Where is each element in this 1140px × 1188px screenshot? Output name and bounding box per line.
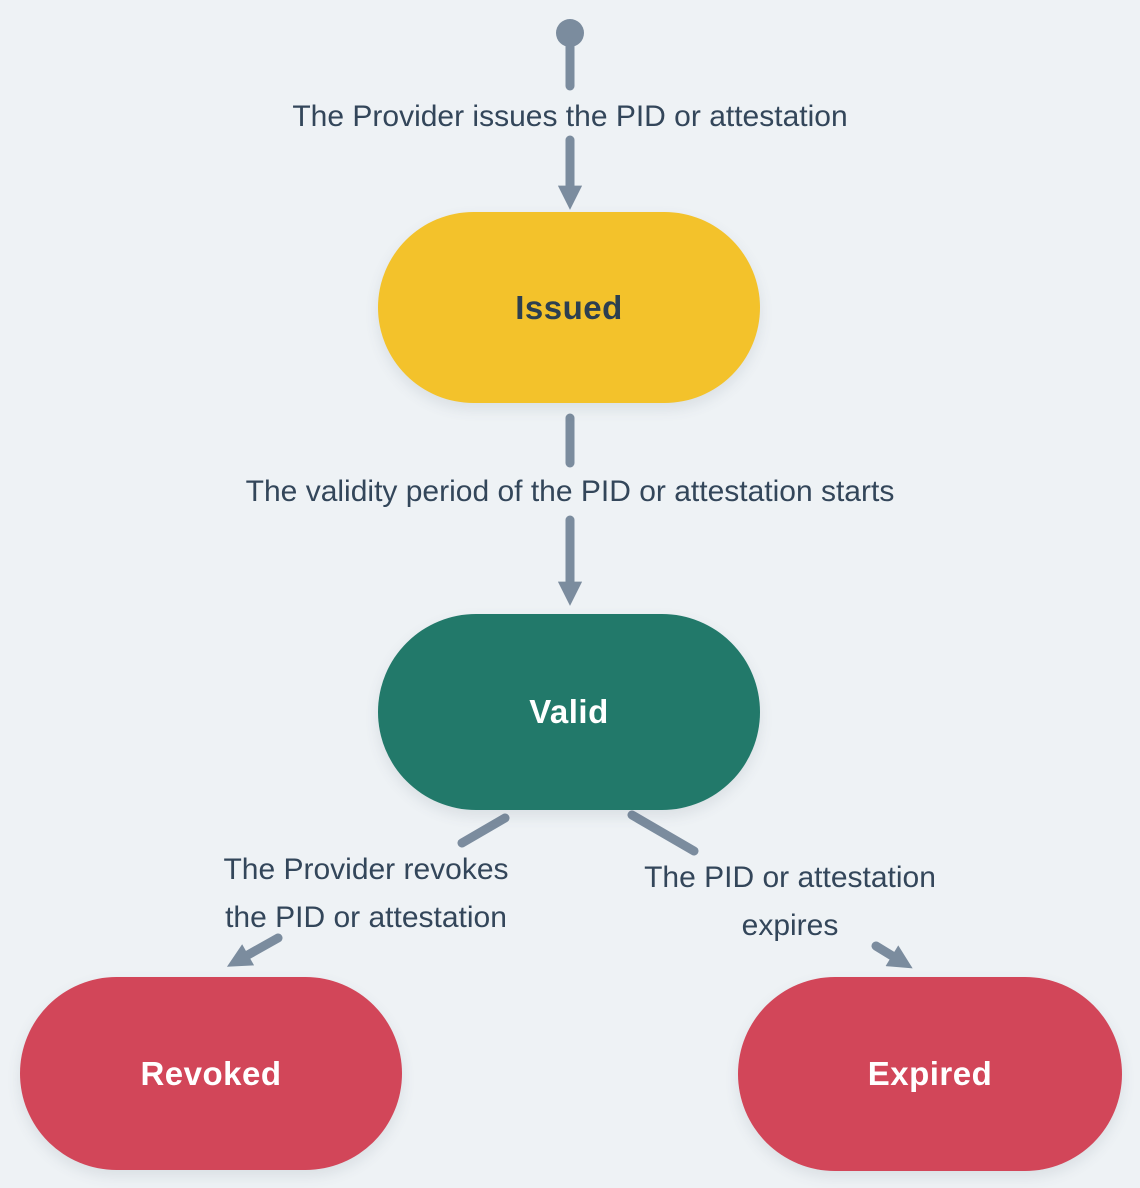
edge-label-validity-start: The validity period of the PID or attest…	[245, 475, 895, 508]
edge-label-revoke-line2: the PID or attestation	[225, 901, 507, 934]
edge-label-revoke: The Provider revokes the PID or attestat…	[160, 846, 572, 942]
edge-valid-expired-stub	[627, 810, 699, 856]
edge-label-expire-line1: The PID or attestation	[644, 861, 936, 894]
edge-label-expire: The PID or attestation expires	[584, 854, 996, 950]
node-issued: Issued	[378, 212, 760, 403]
start-dot-icon	[556, 19, 584, 47]
node-revoked: Revoked	[20, 977, 402, 1170]
node-expired: Expired	[738, 977, 1122, 1171]
node-expired-label: Expired	[867, 1055, 993, 1092]
edge-label-expire-line2: expires	[741, 909, 839, 942]
node-issued-label: Issued	[515, 288, 623, 326]
arrow-expired-icon	[871, 941, 913, 969]
edge-label-issue: The Provider issues the PID or attestati…	[292, 100, 848, 133]
edge-label-revoke-line1: The Provider revokes	[223, 853, 509, 886]
node-valid: Valid	[378, 614, 760, 810]
edge-valid-revoked-stub	[457, 813, 510, 848]
node-revoked-label: Revoked	[140, 1054, 282, 1092]
arrow-revoked-icon	[226, 933, 283, 967]
node-valid-label: Valid	[529, 693, 609, 730]
